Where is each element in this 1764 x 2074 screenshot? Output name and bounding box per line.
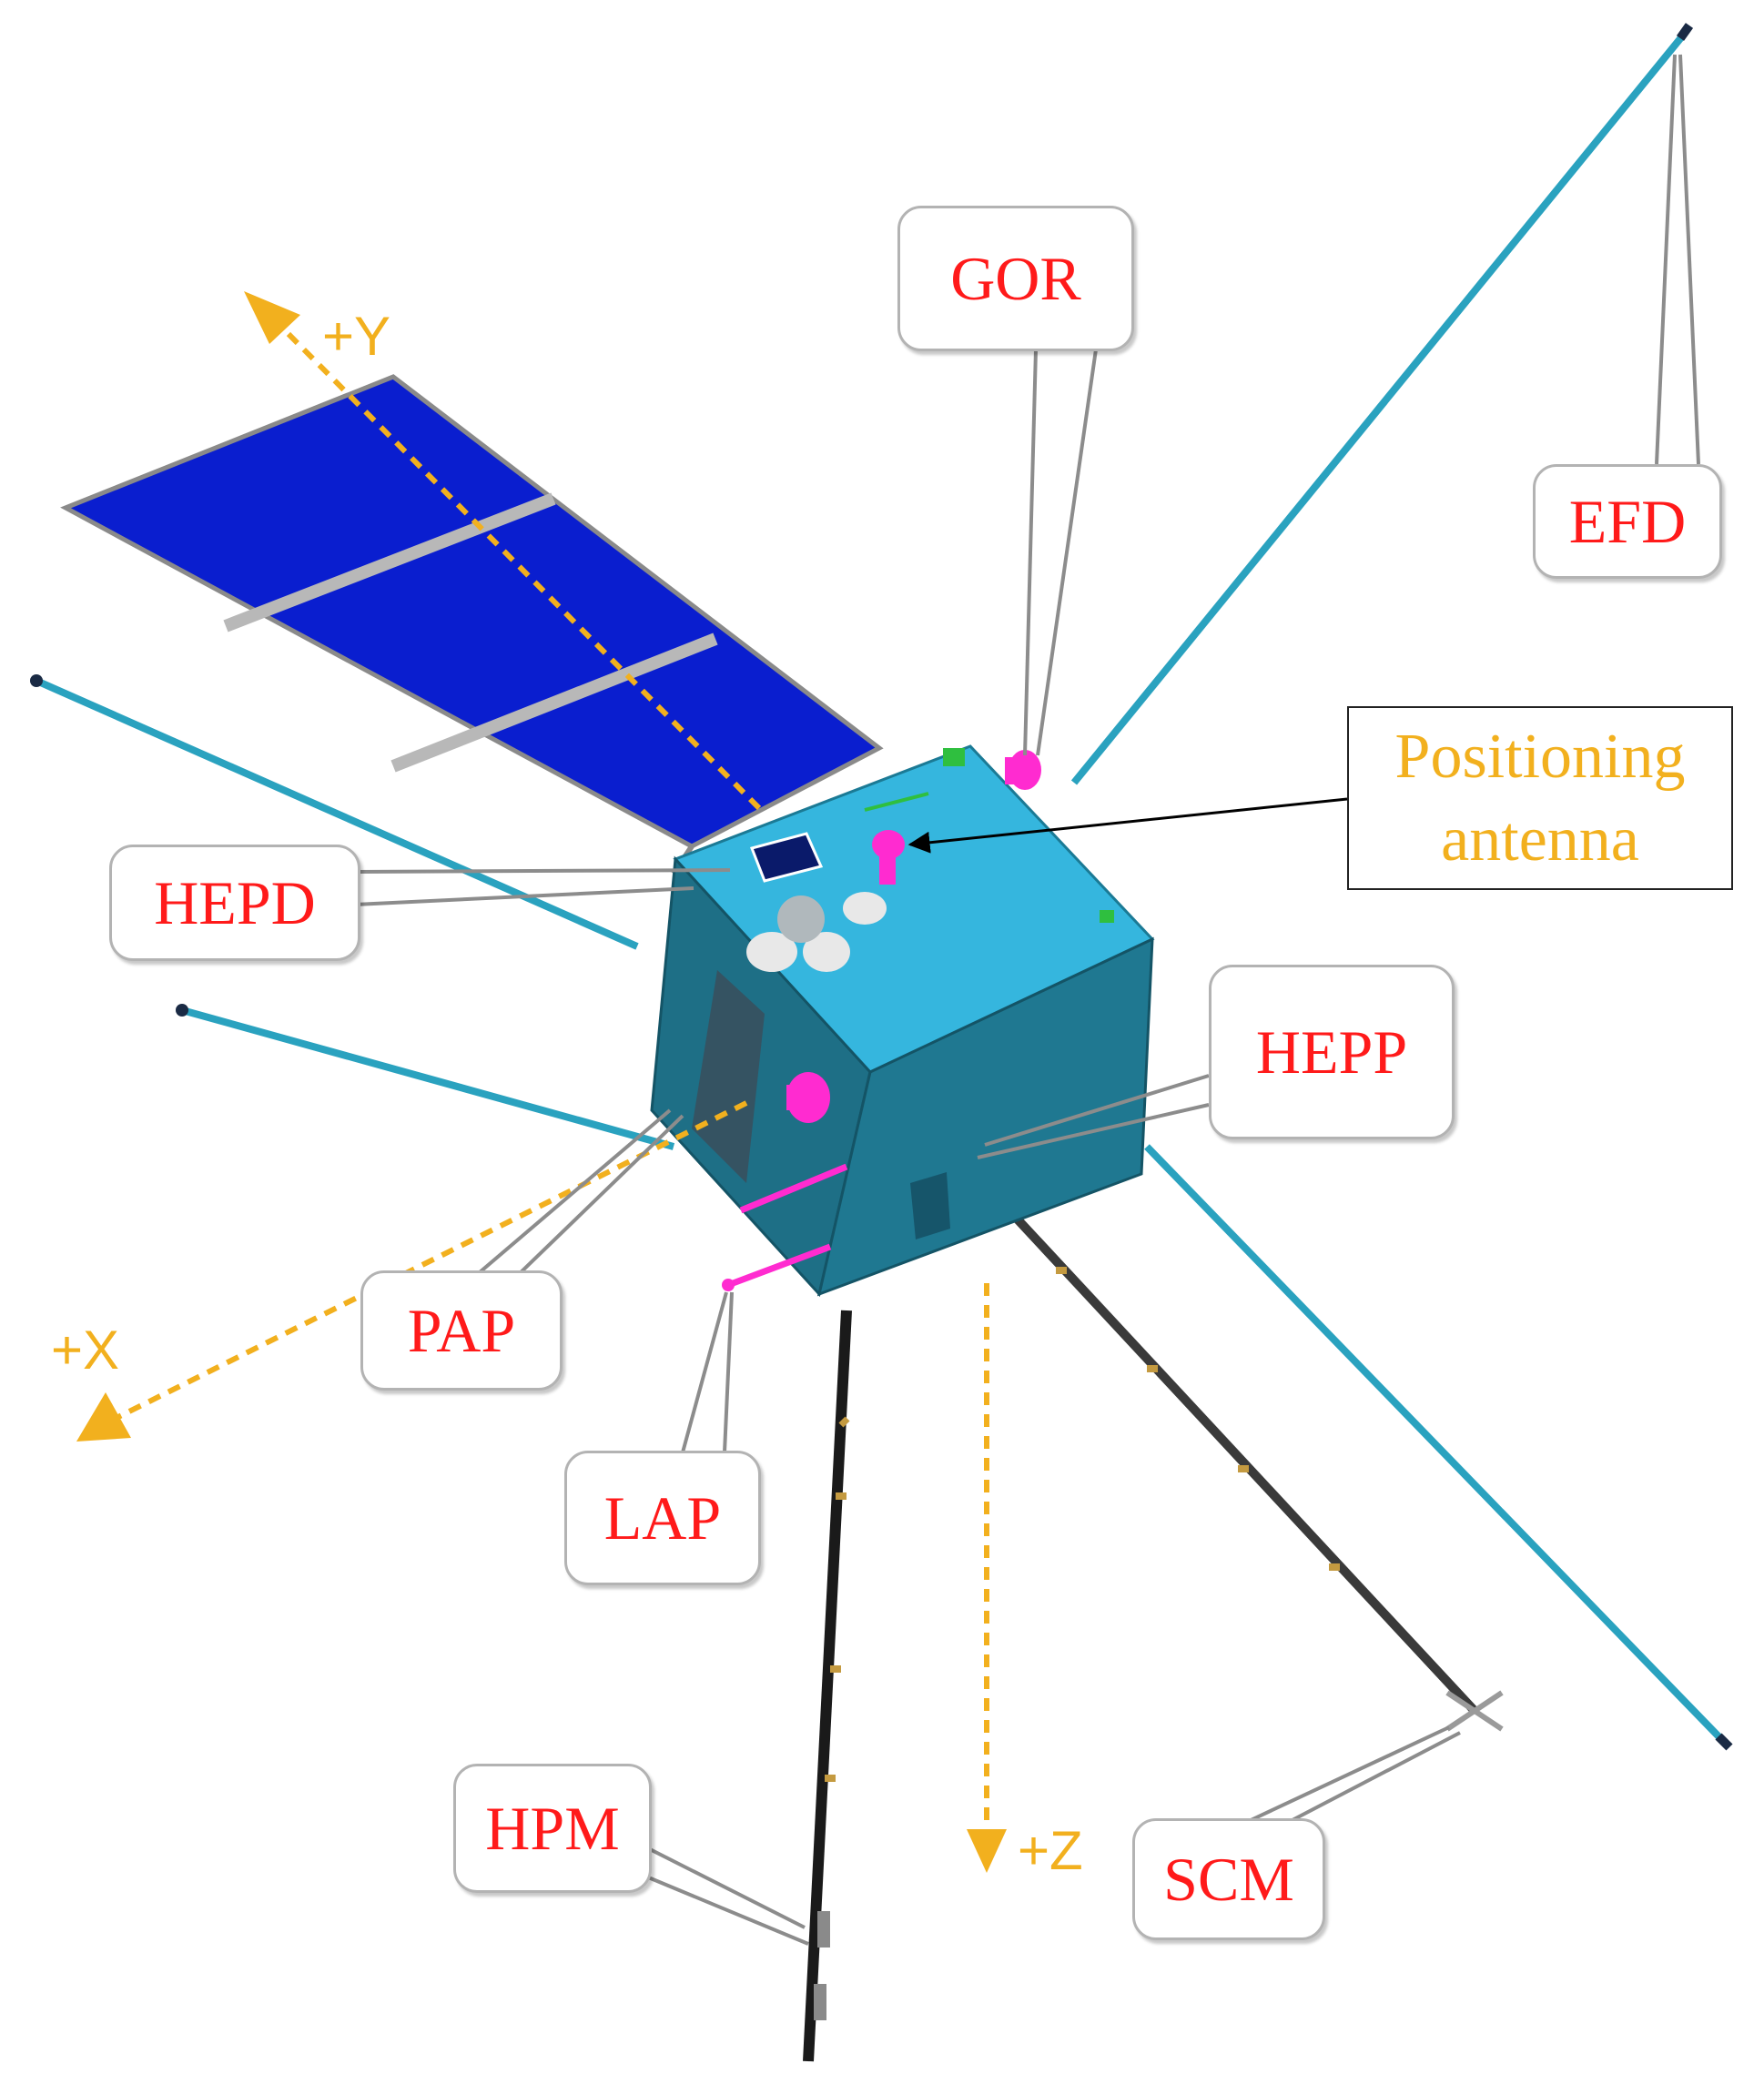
hpm-boom: [803, 1310, 852, 2062]
x-axis-label: +X: [51, 1320, 120, 1381]
positioning-antenna: [872, 830, 905, 885]
pap-callout: PAP: [360, 1270, 563, 1391]
leader-lines: [354, 54, 1700, 1946]
z-axis-label: +Z: [1018, 1820, 1083, 1881]
scm-callout: SCM: [1132, 1818, 1325, 1940]
positioning-arrow: [907, 797, 1348, 854]
gor-label: GOR: [950, 244, 1081, 313]
satellite-body: [650, 744, 1155, 1298]
hpm-label: HPM: [485, 1794, 620, 1863]
pap-label: PAP: [407, 1296, 516, 1365]
efd-boom-left-lower: [176, 1004, 675, 1150]
z-axis: [967, 1283, 1007, 1873]
y-axis: [244, 291, 762, 811]
hepd-label: HEPD: [154, 868, 316, 937]
efd-boom-left-upper: [30, 674, 639, 950]
efd-callout: EFD: [1533, 464, 1722, 579]
solar-panel: [60, 374, 884, 875]
efd-boom-lower: [1144, 1144, 1733, 1751]
pap-sensor: [786, 1072, 830, 1123]
positioning-label-line2: antenna: [1441, 804, 1639, 875]
lap-label: LAP: [603, 1483, 722, 1553]
lap-probes: [722, 1163, 848, 1291]
efd-label: EFD: [1568, 487, 1687, 556]
lap-callout: LAP: [564, 1451, 761, 1585]
hepp-callout: HEPP: [1209, 965, 1455, 1139]
gor-callout: GOR: [897, 206, 1134, 351]
positioning-antenna-callout: Positioning antenna: [1347, 706, 1733, 890]
y-axis-label: +Y: [322, 306, 391, 367]
gor-antenna: [1005, 750, 1041, 790]
scm-label: SCM: [1163, 1845, 1294, 1914]
hepp-label: HEPP: [1255, 1017, 1408, 1087]
efd-boom-upper: [1070, 23, 1694, 785]
hpm-callout: HPM: [453, 1764, 652, 1893]
positioning-label-line1: Positioning: [1394, 722, 1686, 792]
hepd-callout: HEPD: [109, 845, 360, 961]
